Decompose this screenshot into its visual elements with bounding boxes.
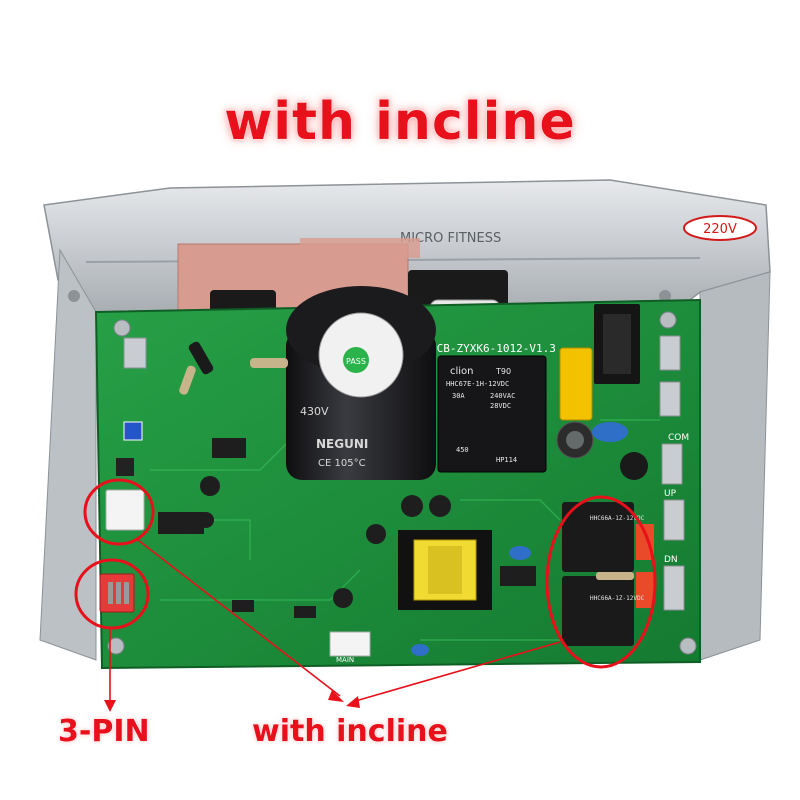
highlight-circle-relays xyxy=(545,495,657,669)
trimmer-potentiometer xyxy=(123,421,143,441)
relay-rating-a: 30A xyxy=(452,392,465,400)
annotation-overlays xyxy=(74,478,657,708)
voltage-badge-text: 220V xyxy=(703,222,737,237)
spade-terminals xyxy=(123,335,685,611)
silk-dn: DN xyxy=(664,555,678,565)
relay-small-1: HHC66A-1Z-12VDC xyxy=(590,515,645,522)
relay-code: HP114 xyxy=(496,456,517,464)
pcb-model: PCB-ZYXK6-1012-V1.3 xyxy=(430,342,556,355)
capacitor-pass-tag: PASS xyxy=(346,357,366,366)
relay-series: T90 xyxy=(495,367,511,376)
highlight-circle-connector-3pin xyxy=(74,558,150,630)
main-capacitor: PASS 430V NEGUNI CE 105°C xyxy=(286,286,436,480)
bracket-brand: MICRO FITNESS xyxy=(400,231,501,246)
page-title: with incline xyxy=(224,92,576,152)
main-relay: clion T90 HHC67E-1H-12VDC 30A 240VAC 28V… xyxy=(437,355,547,473)
voltage-badge xyxy=(683,215,757,241)
silk-up: UP xyxy=(664,489,677,499)
relay-small-2: HHC66A-1Z-12VDC xyxy=(590,595,645,602)
arrow-line-2 xyxy=(351,641,561,703)
relay-model: HHC67E-1H-12VDC xyxy=(446,380,509,388)
x-capacitor xyxy=(559,347,593,421)
connector-4pin xyxy=(105,489,145,531)
capacitor-temp: CE 105°C xyxy=(318,458,366,469)
y-capacitor xyxy=(592,422,628,442)
capacitor-spec: 430V xyxy=(300,405,329,418)
silk-com: COM xyxy=(668,433,689,443)
small-components xyxy=(158,438,536,618)
arrow-heads xyxy=(104,690,360,712)
connector-main xyxy=(329,631,371,657)
silk-main: MAIN xyxy=(336,656,354,664)
label-with-incline: with incline xyxy=(252,714,448,749)
arrow-line-1 xyxy=(137,539,341,697)
relay-rating-vdc: 28VDC xyxy=(490,402,511,410)
small-relays: HHC66A-1Z-12VDC HHC66A-1Z-12VDC xyxy=(562,502,654,646)
relay-rating-vac: 240VAC xyxy=(490,392,515,400)
label-3pin: 3-PIN xyxy=(58,714,150,749)
highlight-circle-connector-4pin xyxy=(83,478,155,546)
relay-brand: clion xyxy=(450,366,474,377)
capacitor-brand: NEGUNI xyxy=(316,437,368,451)
varistor xyxy=(620,452,648,480)
pcb: PCB-ZYXK6-1012-V1.3 xyxy=(94,298,701,670)
relay-lot: 450 xyxy=(456,446,469,454)
transformer xyxy=(398,530,492,610)
